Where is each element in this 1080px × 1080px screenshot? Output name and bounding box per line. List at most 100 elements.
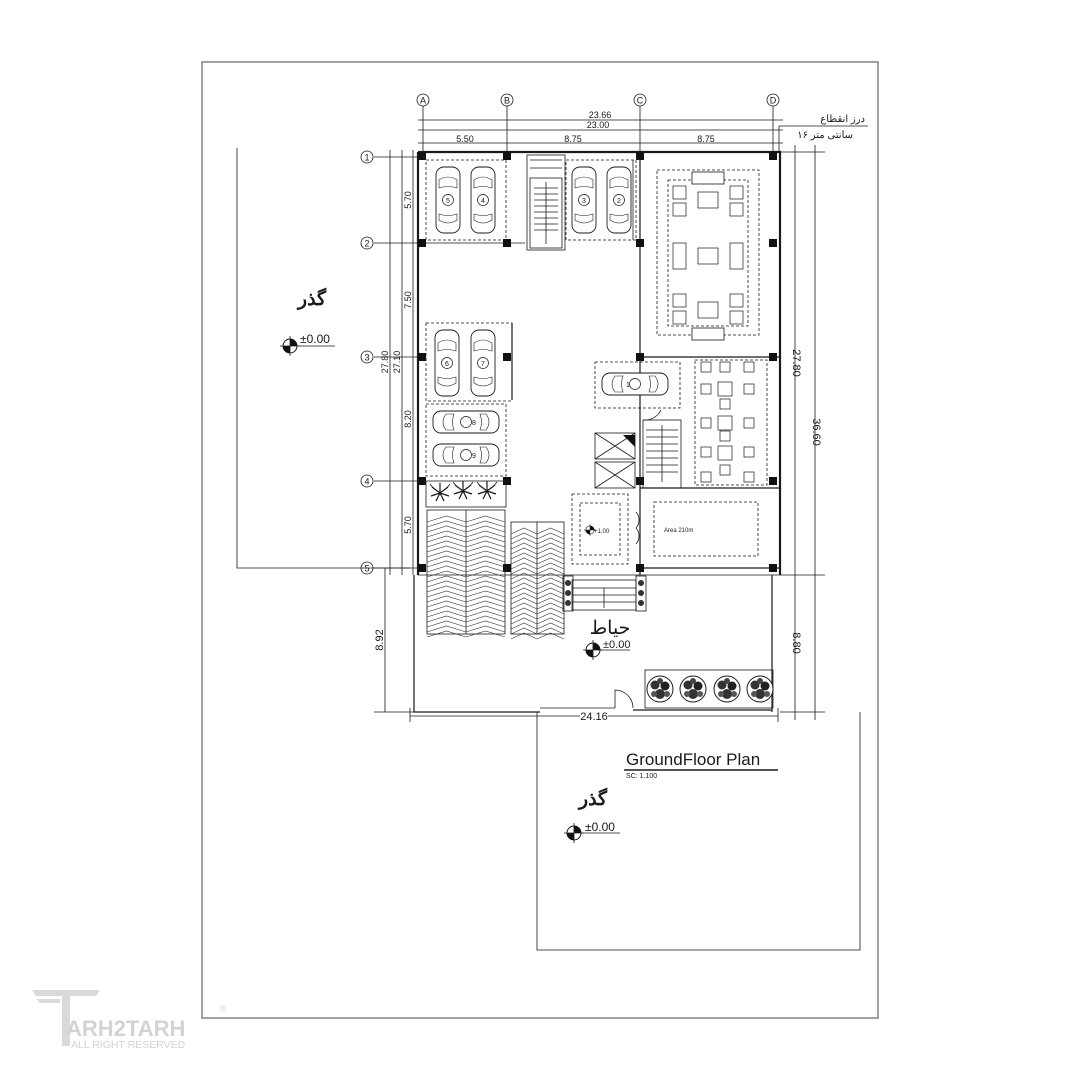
ramp-hatch-line — [510, 617, 538, 625]
stair-top — [526, 154, 566, 251]
car-7: 7 — [470, 329, 496, 397]
dim-left-span-45: 5.70 — [403, 516, 413, 534]
ramp-hatch-line — [536, 602, 565, 610]
structural-columns — [418, 152, 777, 572]
car-number-9: 9 — [472, 453, 476, 460]
ramp-hatch-line — [426, 550, 467, 558]
ramp-hatch-line — [465, 550, 506, 558]
car-number-1: 1 — [626, 382, 630, 389]
level-lobby: +1.00 — [594, 529, 610, 535]
ramp-hatch-line — [465, 580, 506, 588]
ramp-hatch-line — [510, 587, 538, 595]
street-boundary-south — [536, 712, 861, 951]
ramp-hatch-line — [536, 562, 565, 570]
ramp-hatch-line — [510, 592, 538, 600]
dining-area — [694, 359, 768, 486]
grid-label-2: 2 — [364, 239, 369, 249]
ramp-hatch-line — [426, 625, 467, 633]
ramp-hatch-line — [510, 537, 538, 545]
ramp-hatch-line — [536, 547, 565, 555]
ramp-hatch-line — [536, 607, 565, 615]
ramp-hatch-line — [465, 590, 506, 598]
grid-axis-a: A — [416, 93, 430, 107]
level-marker-yard: ±0.00 — [582, 639, 630, 661]
ramp-hatch-line — [465, 565, 506, 573]
car-5: 5 — [435, 166, 461, 234]
dim-right-building: 27.80 — [790, 349, 802, 377]
ramp-hatch-line — [536, 622, 565, 630]
level-west-text: ±0.00 — [300, 332, 330, 346]
dim-left-yard: 8.92 — [374, 629, 386, 650]
drawing-title: GroundFloor Plan — [626, 750, 760, 769]
car-number-8: 8 — [472, 420, 476, 427]
ramp-hatch-line — [510, 557, 538, 565]
stair-center — [642, 409, 682, 489]
hall-area-label: Area 210m — [664, 528, 693, 534]
ramp-hatch-line — [510, 562, 538, 570]
level-marker-south: ±0.00 — [563, 820, 620, 844]
car-1: 1 — [601, 372, 669, 396]
ramp-hatch-line — [510, 527, 538, 535]
hall-area: Area 210m — [653, 501, 759, 557]
ramp-hatch-line — [465, 620, 506, 628]
car-number-6: 6 — [445, 361, 449, 368]
ramp-hatch-line — [465, 530, 506, 538]
ramp-hatch-line — [465, 585, 506, 593]
ramp-hatch-line — [465, 545, 506, 553]
level-marker-west: ±0.00 — [279, 332, 335, 357]
car-number-3: 3 — [582, 198, 586, 205]
ramp-hatch-line — [510, 542, 538, 550]
top-dimension-chain: 23.66 23.00 5.50 8.75 8.75 — [418, 106, 783, 152]
ramp-hatch-line — [465, 570, 506, 578]
dim-top-span-cd: 8.75 — [697, 134, 715, 144]
ramp-hatch-line — [426, 525, 467, 533]
ramp-hatch-line — [536, 542, 565, 550]
ramp-hatch-line — [465, 625, 506, 633]
dim-bottom-overall: 24.16 — [580, 711, 608, 723]
grid-axis-b: B — [500, 93, 514, 107]
sheet-border — [201, 61, 879, 1019]
ramp-hatch-line — [510, 627, 538, 635]
ramp-hatch-line — [426, 585, 467, 593]
label-yard: حیاط — [590, 618, 631, 639]
ramp-hatch-line — [426, 595, 467, 603]
dim-left-span-23: 7.50 — [403, 291, 413, 309]
ramp-hatch-line — [510, 577, 538, 585]
ramp-hatch-line — [465, 615, 506, 623]
dim-right-overall: 36.60 — [810, 418, 822, 446]
ramp-hatch-line — [426, 545, 467, 553]
expansion-joint-note: درز انقطاع ۱۶ سانتی متر — [778, 114, 868, 152]
ramp-hatch-line — [510, 547, 538, 555]
grid-label-5: 5 — [364, 564, 369, 574]
ramp-hatch-line — [465, 595, 506, 603]
planter-row — [425, 480, 507, 508]
car-6: 6 — [434, 329, 460, 397]
ramp-hatch-line — [536, 552, 565, 560]
grid-axis-d: D — [766, 93, 780, 107]
label-street-south: گذر — [577, 787, 608, 810]
ramp-hatch-line — [465, 555, 506, 563]
entrance-steps — [562, 575, 647, 612]
car-2: 2 — [606, 166, 632, 234]
grid-label-1: 1 — [364, 153, 369, 163]
ramp-hatching — [426, 515, 565, 640]
level-south-text: ±0.00 — [585, 820, 615, 834]
grid-label-c: C — [637, 96, 644, 106]
level-yard-text: ±0.00 — [603, 639, 630, 651]
dim-top-span-bc: 8.75 — [564, 134, 582, 144]
ramp-hatch-line — [426, 520, 467, 528]
dim-top-overall-1: 23.66 — [589, 110, 612, 120]
watermark-registered: ® — [220, 1004, 227, 1014]
ramp-hatch-line — [426, 565, 467, 573]
car-4: 4 — [470, 166, 496, 234]
parking-bay-top-right — [565, 159, 637, 241]
ramp-hatch-line — [510, 552, 538, 560]
grid-axis-c: C — [633, 93, 647, 107]
ramp-hatch-line — [465, 525, 506, 533]
ramp-hatch-line — [465, 630, 506, 638]
tree-row — [644, 669, 774, 709]
ramp-hatch-line — [465, 520, 506, 528]
ramp-hatch-line — [536, 527, 565, 535]
ramp-hatch-line — [536, 592, 565, 600]
